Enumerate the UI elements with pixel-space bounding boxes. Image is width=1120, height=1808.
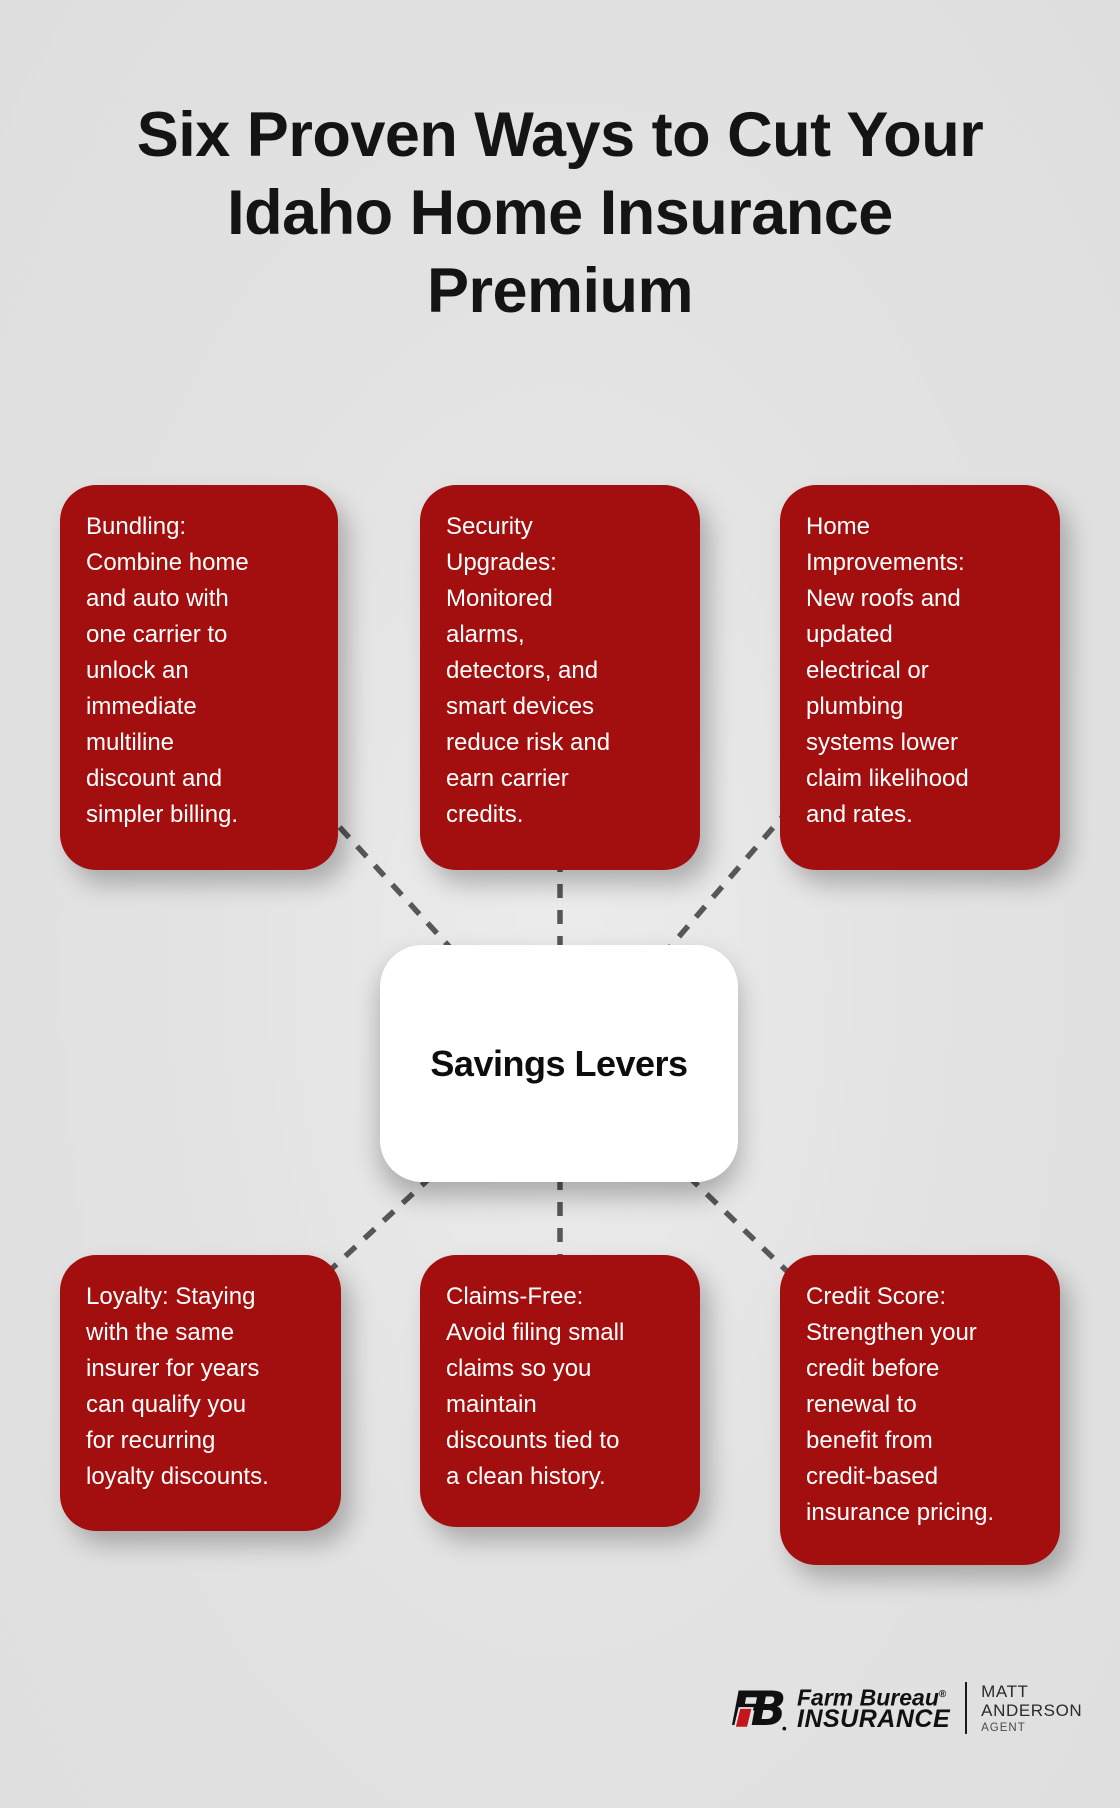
connector-bottom-left: [324, 1173, 434, 1277]
node-home-improvements: Home Improvements: New roofs and updated…: [780, 485, 1060, 870]
node-security-upgrades: Security Upgrades: Monitored alarms, det…: [420, 485, 700, 870]
center-node-label: Savings Levers: [430, 1042, 688, 1084]
logo-red-accent: [733, 1706, 754, 1729]
agent-block: MATT ANDERSON AGENT: [981, 1680, 1082, 1735]
node-bundling: Bundling: Combine home and auto with one…: [60, 485, 338, 870]
brand-insurance: INSURANCE: [797, 1705, 951, 1734]
brand-text: Farm Bureau® INSURANCE: [797, 1684, 950, 1732]
footer-brand-lockup: F B Farm Bureau® INSURANCE MATT ANDERSON…: [731, 1680, 1082, 1735]
node-security-upgrades-text: Security Upgrades: Monitored alarms, det…: [446, 513, 611, 828]
footer-divider: [965, 1681, 968, 1734]
svg-text:B: B: [751, 1682, 787, 1734]
agent-last-name: ANDERSON: [981, 1701, 1083, 1720]
node-loyalty-text: Loyalty: Staying with the same insurer f…: [86, 1283, 269, 1490]
brand-name: Farm Bureau®: [797, 1684, 947, 1711]
registered-mark: ®: [938, 1688, 947, 1700]
farm-bureau-logo-icon: F B: [731, 1682, 787, 1734]
node-loyalty: Loyalty: Staying with the same insurer f…: [60, 1255, 341, 1531]
node-credit-score-text: Credit Score: Strengthen your credit bef…: [806, 1283, 995, 1526]
connector-top-left: [319, 806, 459, 956]
agent-role: AGENT: [981, 1722, 1026, 1734]
node-bundling-text: Bundling: Combine home and auto with one…: [86, 513, 249, 828]
node-claims-free: Claims-Free: Avoid filing small claims s…: [420, 1255, 700, 1527]
center-node-savings-levers: Savings Levers: [380, 945, 738, 1182]
connector-top-right: [661, 806, 793, 956]
node-claims-free-text: Claims-Free: Avoid filing small claims s…: [446, 1283, 625, 1490]
page-title: Six Proven Ways to Cut Your Idaho Home I…: [136, 100, 984, 326]
node-credit-score: Credit Score: Strengthen your credit bef…: [780, 1255, 1060, 1565]
logo-registered-dot: [782, 1726, 787, 1730]
node-home-improvements-text: Home Improvements: New roofs and updated…: [806, 513, 969, 828]
agent-first-name: MATT: [981, 1682, 1029, 1701]
connector-bottom-right: [686, 1174, 794, 1278]
